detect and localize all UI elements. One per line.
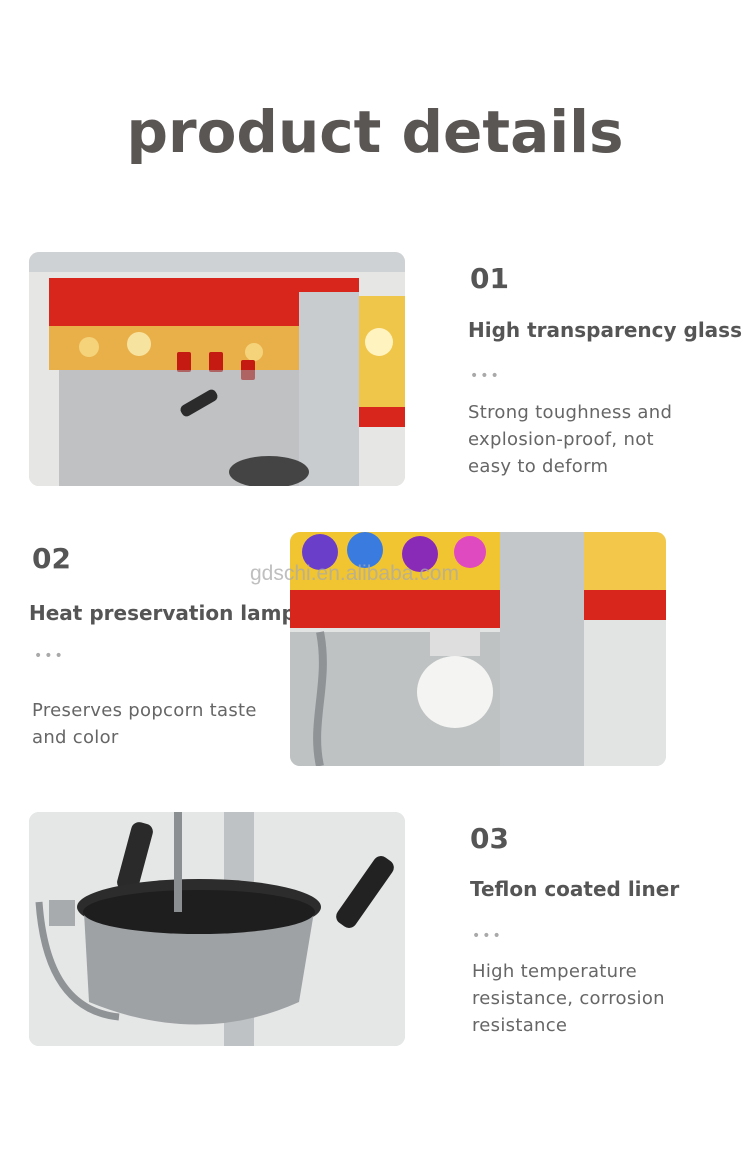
feature-1-number: 01 [470, 262, 509, 295]
feature-1-dots: ••• [470, 368, 501, 384]
feature-2-number: 02 [32, 542, 71, 575]
liner-photo [29, 812, 405, 1046]
feature-2-title: Heat preservation lamp [29, 601, 296, 625]
page-title: product details [126, 98, 624, 166]
feature-3-title: Teflon coated liner [470, 877, 680, 901]
lamp-photo [290, 532, 666, 766]
feature-3-desc: High temperature resistance, corrosion r… [472, 961, 665, 1036]
glass-photo [29, 252, 405, 486]
feature-2-desc: Preserves popcorn taste and color [32, 700, 257, 748]
watermark: gdschi.en.alibaba.com [250, 562, 459, 585]
feature-3-dots: ••• [472, 928, 503, 944]
feature-2-dots: ••• [34, 648, 65, 664]
feature-1-desc: Strong toughness and explosion-proof, no… [468, 402, 673, 477]
feature-1-title: High transparency glass [468, 318, 742, 342]
feature-3-number: 03 [470, 822, 509, 855]
